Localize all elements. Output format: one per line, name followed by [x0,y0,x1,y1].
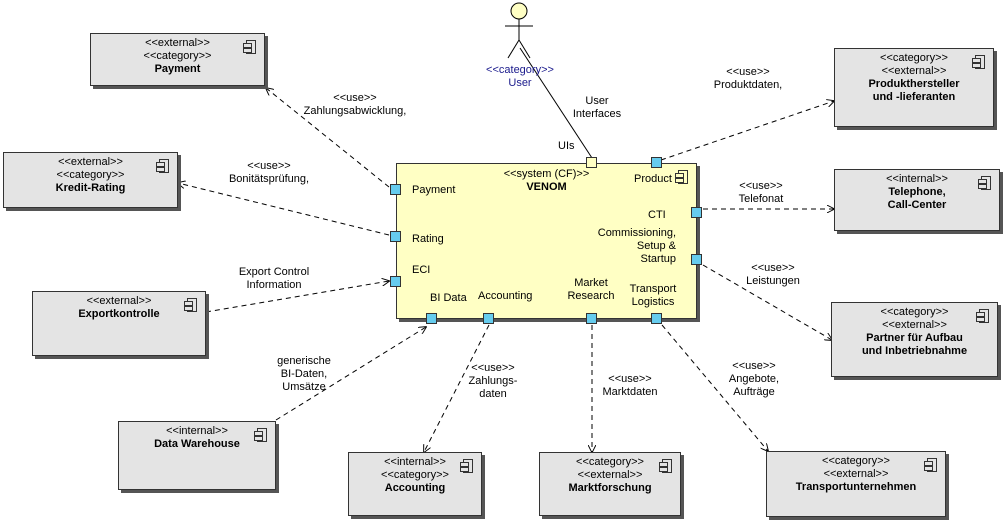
edge-transport [661,324,768,451]
actor-stereotype: <<category>> [486,64,554,76]
stereotype: <<category>> [143,50,212,62]
component-exportkontrolle[interactable]: <<external>> Exportkontrolle [32,291,206,356]
component-name: Marktforschung [568,482,652,494]
edge-kredit [178,183,390,236]
component-name: Telephone, Call-Center [887,186,947,211]
edge-label-telephone: <<use>> Telefonat [738,180,784,205]
component-name: Payment [154,63,201,75]
port-label-eci: ECI [412,264,431,276]
edge-label-export: Export Control Information [238,266,310,291]
port-cti[interactable] [691,207,702,218]
component-icon [978,176,991,190]
component-icon [675,170,688,184]
component-telephone[interactable]: <<internal>> Telephone, Call-Center [834,169,1000,231]
edge-export [205,281,389,313]
system-venom[interactable]: <<system (CF)>> VENOM [396,163,697,319]
port-label-cti: CTI [648,209,666,221]
edge-label-dwh: generische BI-Daten, Umsätze [277,355,331,393]
edge-user [519,47,593,159]
component-accounting[interactable]: <<internal>> <<category>> Accounting [348,452,482,516]
component-icon [659,459,672,473]
component-icon [184,298,197,312]
actor-name: User [508,77,532,89]
port-commissioning[interactable] [691,254,702,265]
port-label-uis: UIs [558,140,575,152]
stereotype: <<external>> [86,295,152,307]
stereotype: <<internal>> [166,425,228,437]
component-icon [243,40,256,54]
component-name: Transportunternehmen [795,481,917,493]
component-name: Data Warehouse [154,438,240,450]
stereotype: <<external>> [145,37,210,49]
port-market-research[interactable] [586,313,597,324]
actor-label: <<category>> User [477,64,563,90]
stereotype: <<internal>> [384,456,446,468]
system-name: VENOM [526,181,567,193]
component-icon [976,309,989,323]
edge-partner [702,264,832,340]
stereotype: <<internal>> [886,173,948,185]
component-icon [460,459,473,473]
stereotype: <<category>> [576,456,644,468]
component-transportunternehmen[interactable]: <<category>> <<external>> Transportunter… [766,451,946,517]
stereotype: <<external>> [58,156,123,168]
port-label-commissioning: Commissioning, Setup & Startup [597,227,676,265]
component-data-warehouse[interactable]: <<internal>> Data Warehouse [118,421,276,490]
port-label-accounting: Accounting [478,290,533,302]
component-name: Accounting [384,482,446,494]
port-transport-logistics[interactable] [651,313,662,324]
stereotype: <<category>> [381,469,449,481]
actor-icon [505,2,533,59]
component-icon [254,428,267,442]
stereotype: <<category>> [880,52,948,64]
edge-dwh [275,327,426,421]
port-label-bi-data: BI Data [430,292,467,304]
component-icon [924,458,937,472]
component-icon [156,159,169,173]
edge-label-accounting: <<use>> Zahlungs- daten [468,362,518,400]
stereotype: <<external>> [881,65,947,77]
component-name: Kredit-Rating [55,182,126,194]
port-rating[interactable] [390,231,401,242]
component-name: Exportkontrolle [78,308,160,320]
port-label-market-research: Market Research [567,277,615,302]
port-eci[interactable] [390,276,401,287]
edge-label-produkt: <<use>> Produktdaten, [713,66,783,91]
port-label-product: Product [634,173,672,185]
edge-produkt [660,101,834,161]
component-kredit-rating[interactable]: <<external>> <<category>> Kredit-Rating [3,152,178,208]
component-name: Partner für Aufbau und Inbetriebnahme [861,332,968,357]
stereotype: <<category>> [56,169,125,181]
port-uis[interactable] [586,157,597,168]
port-label-transport-logistics: Transport Logistics [629,283,677,308]
stereotype: <<external>> [577,469,643,481]
edge-label-user: User Interfaces [572,95,622,120]
component-icon [972,55,985,69]
stereotype: <<category>> [880,306,949,318]
stereotype: <<category>> [822,455,890,467]
stereotype: <<external>> [823,468,889,480]
port-label-rating: Rating [412,233,444,245]
component-payment[interactable]: <<external>> <<category>> Payment [90,33,265,86]
port-product[interactable] [651,157,662,168]
port-accounting[interactable] [483,313,494,324]
port-bi-data[interactable] [426,313,437,324]
edge-label-partner: <<use>> Leistungen [746,262,800,287]
edge-accounting [424,324,490,452]
edge-label-transport: <<use>> Angebote, Aufträge [728,360,780,398]
component-partner[interactable]: <<category>> <<external>> Partner für Au… [831,302,998,377]
component-marktforschung[interactable]: <<category>> <<external>> Marktforschung [539,452,681,516]
port-payment[interactable] [390,184,401,195]
stereotype: <<external>> [882,319,947,331]
component-name: Produkthersteller und -lieferanten [868,78,960,103]
edge-label-payment: <<use>> Zahlungsabwicklung, [303,92,407,117]
edge-label-markt: <<use>> Marktdaten [602,373,658,398]
system-stereotype: <<system (CF)>> [503,168,590,180]
port-label-payment: Payment [412,184,456,196]
component-produkthersteller[interactable]: <<category>> <<external>> Produktherstel… [834,48,994,127]
edge-label-kredit: <<use>> Bonitätsprüfung, [228,160,310,185]
